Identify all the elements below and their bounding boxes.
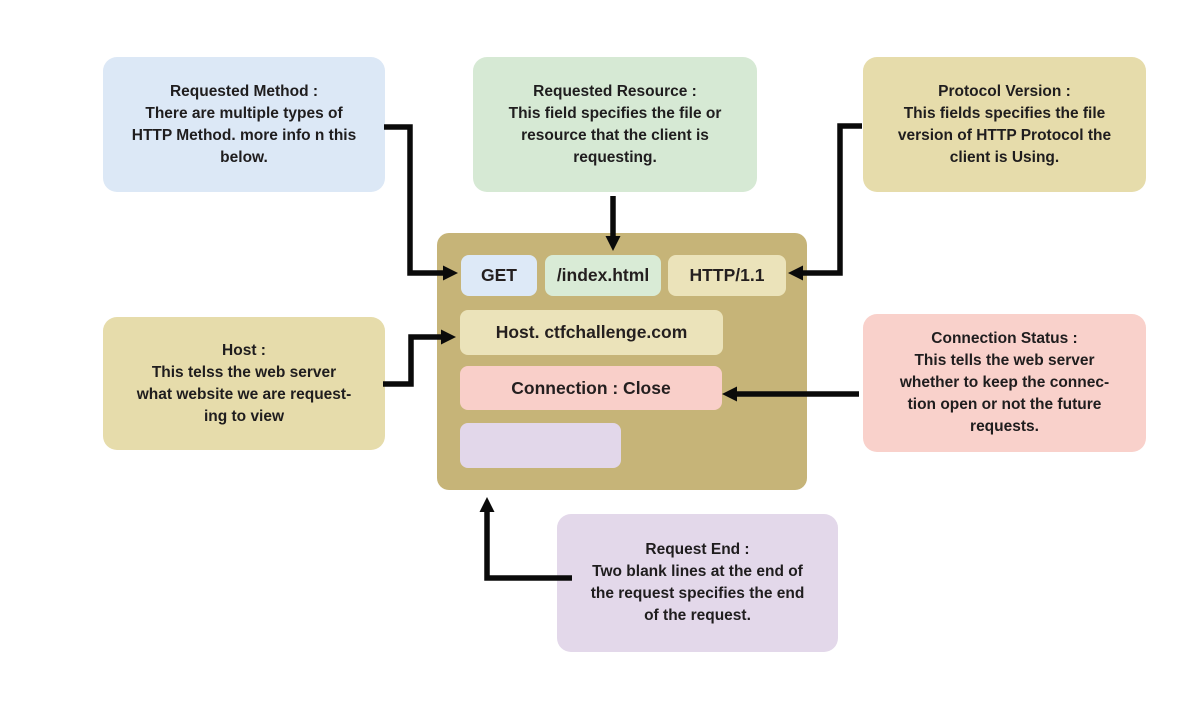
http-request-box: GET /index.html HTTP/1.1 Host. ctfchalle… bbox=[437, 233, 807, 490]
callout-body: This field specifies the file or resourc… bbox=[508, 104, 722, 166]
arrow-protocol-version bbox=[788, 123, 862, 281]
request-host-chip: Host. ctfchallenge.com bbox=[460, 310, 723, 355]
callout-title: Protocol Version : bbox=[938, 82, 1071, 100]
request-resource-chip: /index.html bbox=[545, 255, 661, 296]
callout-title: Host : bbox=[222, 341, 266, 359]
arrow-requested-method bbox=[384, 124, 458, 281]
callout-title: Requested Method : bbox=[169, 82, 319, 100]
request-method-chip: GET bbox=[461, 255, 537, 296]
callout-body: This tells the web server whether to kee… bbox=[899, 352, 1110, 435]
callout-body: This telss the web server what website w… bbox=[136, 363, 352, 425]
callout-body: This fields specifies the file version o… bbox=[897, 104, 1112, 166]
callout-connection-status: Connection Status : This tells the web s… bbox=[863, 314, 1146, 452]
callout-body: Two blank lines at the end of the reques… bbox=[590, 563, 805, 624]
arrow-host bbox=[383, 329, 456, 387]
callout-host: Host : This telss the web server what we… bbox=[103, 317, 385, 450]
callout-title: Request End : bbox=[645, 541, 750, 558]
callout-protocol-version: Protocol Version : This fields specifies… bbox=[863, 57, 1146, 192]
request-end-blank-chip bbox=[460, 423, 621, 468]
callout-request-end: Request End : Two blank lines at the end… bbox=[557, 514, 838, 652]
callout-body: There are multiple types of HTTP Method.… bbox=[131, 104, 357, 166]
callout-requested-resource: Requested Resource : This field specifie… bbox=[473, 57, 757, 192]
request-connection-chip: Connection : Close bbox=[460, 366, 722, 410]
callout-title: Connection Status : bbox=[931, 330, 1078, 347]
request-protocol-chip: HTTP/1.1 bbox=[668, 255, 786, 296]
callout-requested-method: Requested Method : There are multiple ty… bbox=[103, 57, 385, 192]
callout-title: Requested Resource : bbox=[533, 82, 697, 100]
